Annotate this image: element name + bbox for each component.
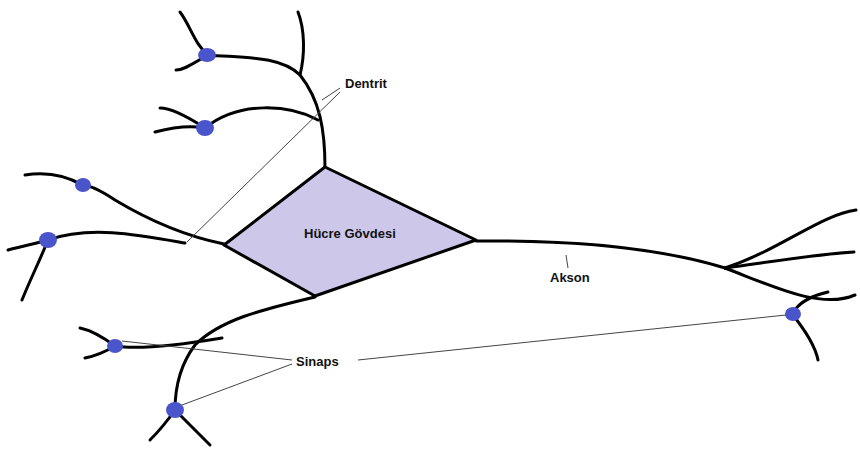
cell-body-label: Hücre Gövdesi [304,226,396,241]
cell-body: Hücre Gövdesi [222,165,478,298]
axon-label: Akson [548,270,592,285]
synapse-dots [39,48,801,418]
synapse-label: Sinaps [294,354,341,369]
leader-lines [122,88,786,405]
dendrite-label: Dentrit [343,76,389,91]
